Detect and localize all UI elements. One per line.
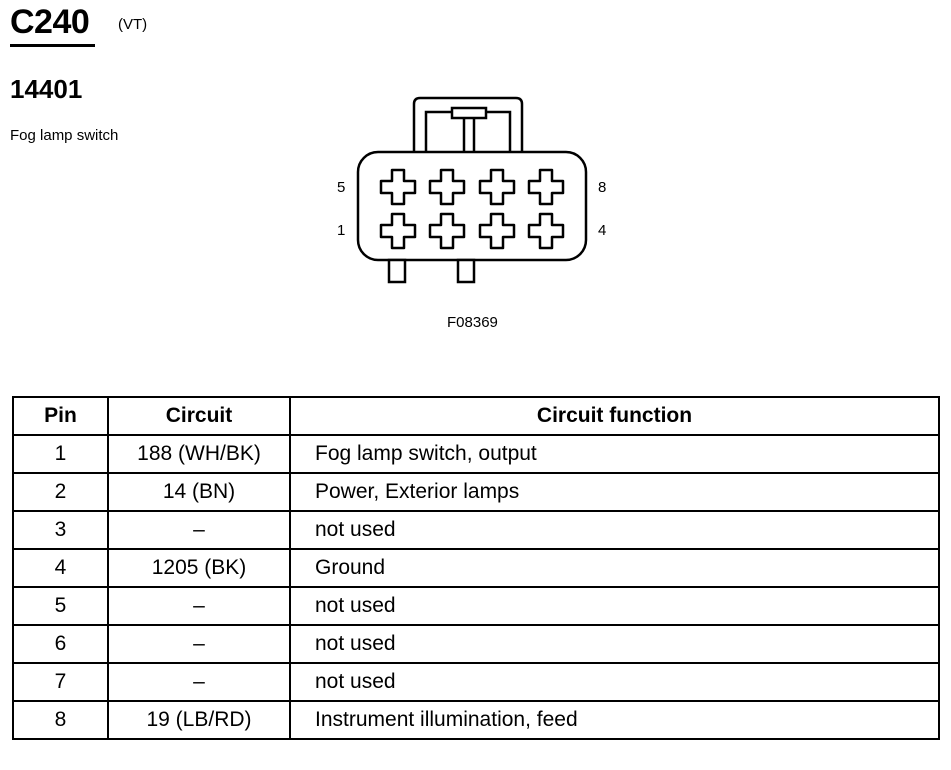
terminal-cavity-1 [379,212,417,250]
pin-label-4: 4 [598,222,607,239]
terminal-cavity-5 [379,168,417,206]
locking-latch [412,96,524,158]
pin-label-8: 8 [598,179,607,196]
locating-peg [456,258,476,284]
cell-circuit: – [107,586,291,626]
cell-pin: 5 [12,586,109,626]
terminal-cavity-7 [478,168,516,206]
cell-pin: 8 [12,700,109,740]
connector-variant: (VT) [118,16,148,33]
table-row: 8 19 (LB/RD) Instrument illumination, fe… [12,700,940,740]
cell-function: Fog lamp switch, output [289,434,940,474]
locating-peg [387,258,407,284]
table-row: 7 – not used [12,662,940,702]
terminal-cavity-8 [527,168,565,206]
table-row: 6 – not used [12,624,940,664]
component-name: Fog lamp switch [10,127,119,144]
connector-id-underline [10,44,95,47]
terminal-cavities [379,168,565,250]
cell-pin: 7 [12,662,109,702]
connector-face-diagram [356,96,588,284]
cell-circuit: 14 (BN) [107,472,291,512]
pin-label-1: 1 [337,222,346,239]
table-row: 2 14 (BN) Power, Exterior lamps [12,472,940,512]
cell-pin: 2 [12,472,109,512]
table-row: 3 – not used [12,510,940,550]
header-circuit-function: Circuit function [289,396,940,436]
cell-pin: 6 [12,624,109,664]
connector-id: C240 [10,3,90,41]
table-row: 1 188 (WH/BK) Fog lamp switch, output [12,434,940,474]
cell-circuit: – [107,662,291,702]
cell-function: not used [289,624,940,664]
cell-circuit: 188 (WH/BK) [107,434,291,474]
table-header-row: Pin Circuit Circuit function [12,396,940,436]
cell-circuit: – [107,624,291,664]
cell-pin: 3 [12,510,109,550]
terminal-cavity-3 [478,212,516,250]
cell-pin: 4 [12,548,109,588]
cell-function: Ground [289,548,940,588]
table-row: 5 – not used [12,586,940,626]
figure-code: F08369 [447,314,498,331]
latch-tab [450,106,488,120]
header-pin: Pin [12,396,109,436]
terminal-cavity-6 [428,168,466,206]
part-number: 14401 [10,74,83,104]
cell-function: not used [289,510,940,550]
cell-function: not used [289,586,940,626]
terminal-cavity-2 [428,212,466,250]
cell-function: not used [289,662,940,702]
pin-label-5: 5 [337,179,346,196]
cell-circuit: – [107,510,291,550]
cell-circuit: 1205 (BK) [107,548,291,588]
cell-function: Power, Exterior lamps [289,472,940,512]
terminal-cavity-4 [527,212,565,250]
cell-circuit: 19 (LB/RD) [107,700,291,740]
cell-function: Instrument illumination, feed [289,700,940,740]
cell-pin: 1 [12,434,109,474]
header-circuit: Circuit [107,396,291,436]
table-row: 4 1205 (BK) Ground [12,548,940,588]
pinout-table: Pin Circuit Circuit function 1 188 (WH/B… [12,396,940,740]
